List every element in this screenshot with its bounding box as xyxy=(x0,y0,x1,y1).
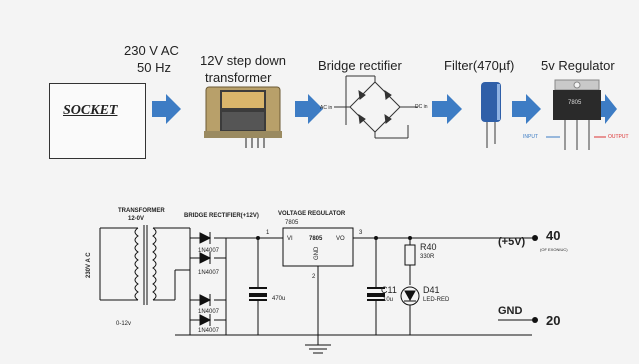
diode-1-label: 1N4007 xyxy=(198,248,220,254)
rect-dc-in: DC in xyxy=(415,104,428,110)
bridge-title: BRIDGE RECTIFIER(+12V) xyxy=(184,213,259,219)
out-pin-bottom: 20 xyxy=(546,313,561,328)
secondary-coil xyxy=(152,227,157,301)
capacitor-picture xyxy=(481,82,501,148)
ac-label-line1: 230 V AC xyxy=(124,43,179,58)
reg-gnd: GND xyxy=(314,246,320,260)
regulator-part: 7805 xyxy=(285,220,299,226)
diode-4-label: 1N4007 xyxy=(198,328,220,334)
transformer-label-line1: 12V step down xyxy=(200,53,287,68)
pin-2: 2 xyxy=(312,274,316,280)
reg-chip-text: 7805 xyxy=(568,100,582,106)
led-icon xyxy=(404,290,416,302)
diode-icon xyxy=(199,314,212,326)
led-name: D41 xyxy=(423,285,440,295)
rectifier-label: Bridge rectifier xyxy=(318,58,402,73)
primary-coil xyxy=(134,227,139,301)
arrow-icon xyxy=(432,94,462,124)
cap1-value: 470u xyxy=(272,296,286,302)
gnd-label: GND xyxy=(498,305,523,317)
output-terminal-40 xyxy=(532,235,538,241)
out-pin-top: 40 xyxy=(546,228,561,243)
transformer-label-line2: transformer xyxy=(205,70,272,85)
reg-chip: 7805 xyxy=(309,236,323,242)
arrow-icon xyxy=(295,94,323,124)
bridge-rectifier-picture xyxy=(334,75,418,139)
diode-icon xyxy=(199,252,212,264)
socket-box xyxy=(49,83,146,159)
pin-3: 3 xyxy=(359,230,363,236)
transformer-title: TRANSFORMER xyxy=(118,208,165,214)
resistor-r40 xyxy=(404,244,416,266)
cap2-value: 10u xyxy=(383,297,394,303)
reg-vi: VI xyxy=(287,236,293,242)
regulator-picture xyxy=(546,79,606,150)
r-name: R40 xyxy=(420,242,437,252)
output-terminal-20 xyxy=(532,317,538,323)
diode-2-label: 1N4007 xyxy=(198,270,220,276)
primary-label: 230V A C xyxy=(86,252,92,278)
reg-vo: VO xyxy=(336,236,345,242)
diode-3-label: 1N4007 xyxy=(198,309,220,315)
rect-ac-in: AC in xyxy=(320,105,333,111)
arrow-icon xyxy=(152,94,181,124)
regulator-title: VOLTAGE REGULATOR xyxy=(278,211,346,217)
secondary-label: 0-12v xyxy=(116,321,132,327)
reg-input-label: INPUT xyxy=(523,134,538,140)
transformer-picture xyxy=(204,86,282,148)
led-value: LED-RED xyxy=(423,297,450,303)
socket-label: SOCKET xyxy=(63,103,118,118)
arrow-icon xyxy=(512,94,541,124)
regulator-label: 5v Regulator xyxy=(541,58,615,73)
cap2-name: C11 xyxy=(381,285,397,295)
filter-label: Filter(470µf) xyxy=(444,58,515,73)
out-voltage: (+5V) xyxy=(498,236,526,248)
pin-1: 1 xyxy=(266,230,270,236)
r-value: 330R xyxy=(420,254,435,260)
out-note: (OF EXONIUC) xyxy=(540,247,568,252)
diode-icon xyxy=(199,294,212,306)
ac-label-line2: 50 Hz xyxy=(137,60,171,75)
reg-output-label: OUTPUT xyxy=(608,134,629,140)
diode-icon xyxy=(199,232,212,244)
transformer-rating: 12-0V xyxy=(128,216,145,222)
